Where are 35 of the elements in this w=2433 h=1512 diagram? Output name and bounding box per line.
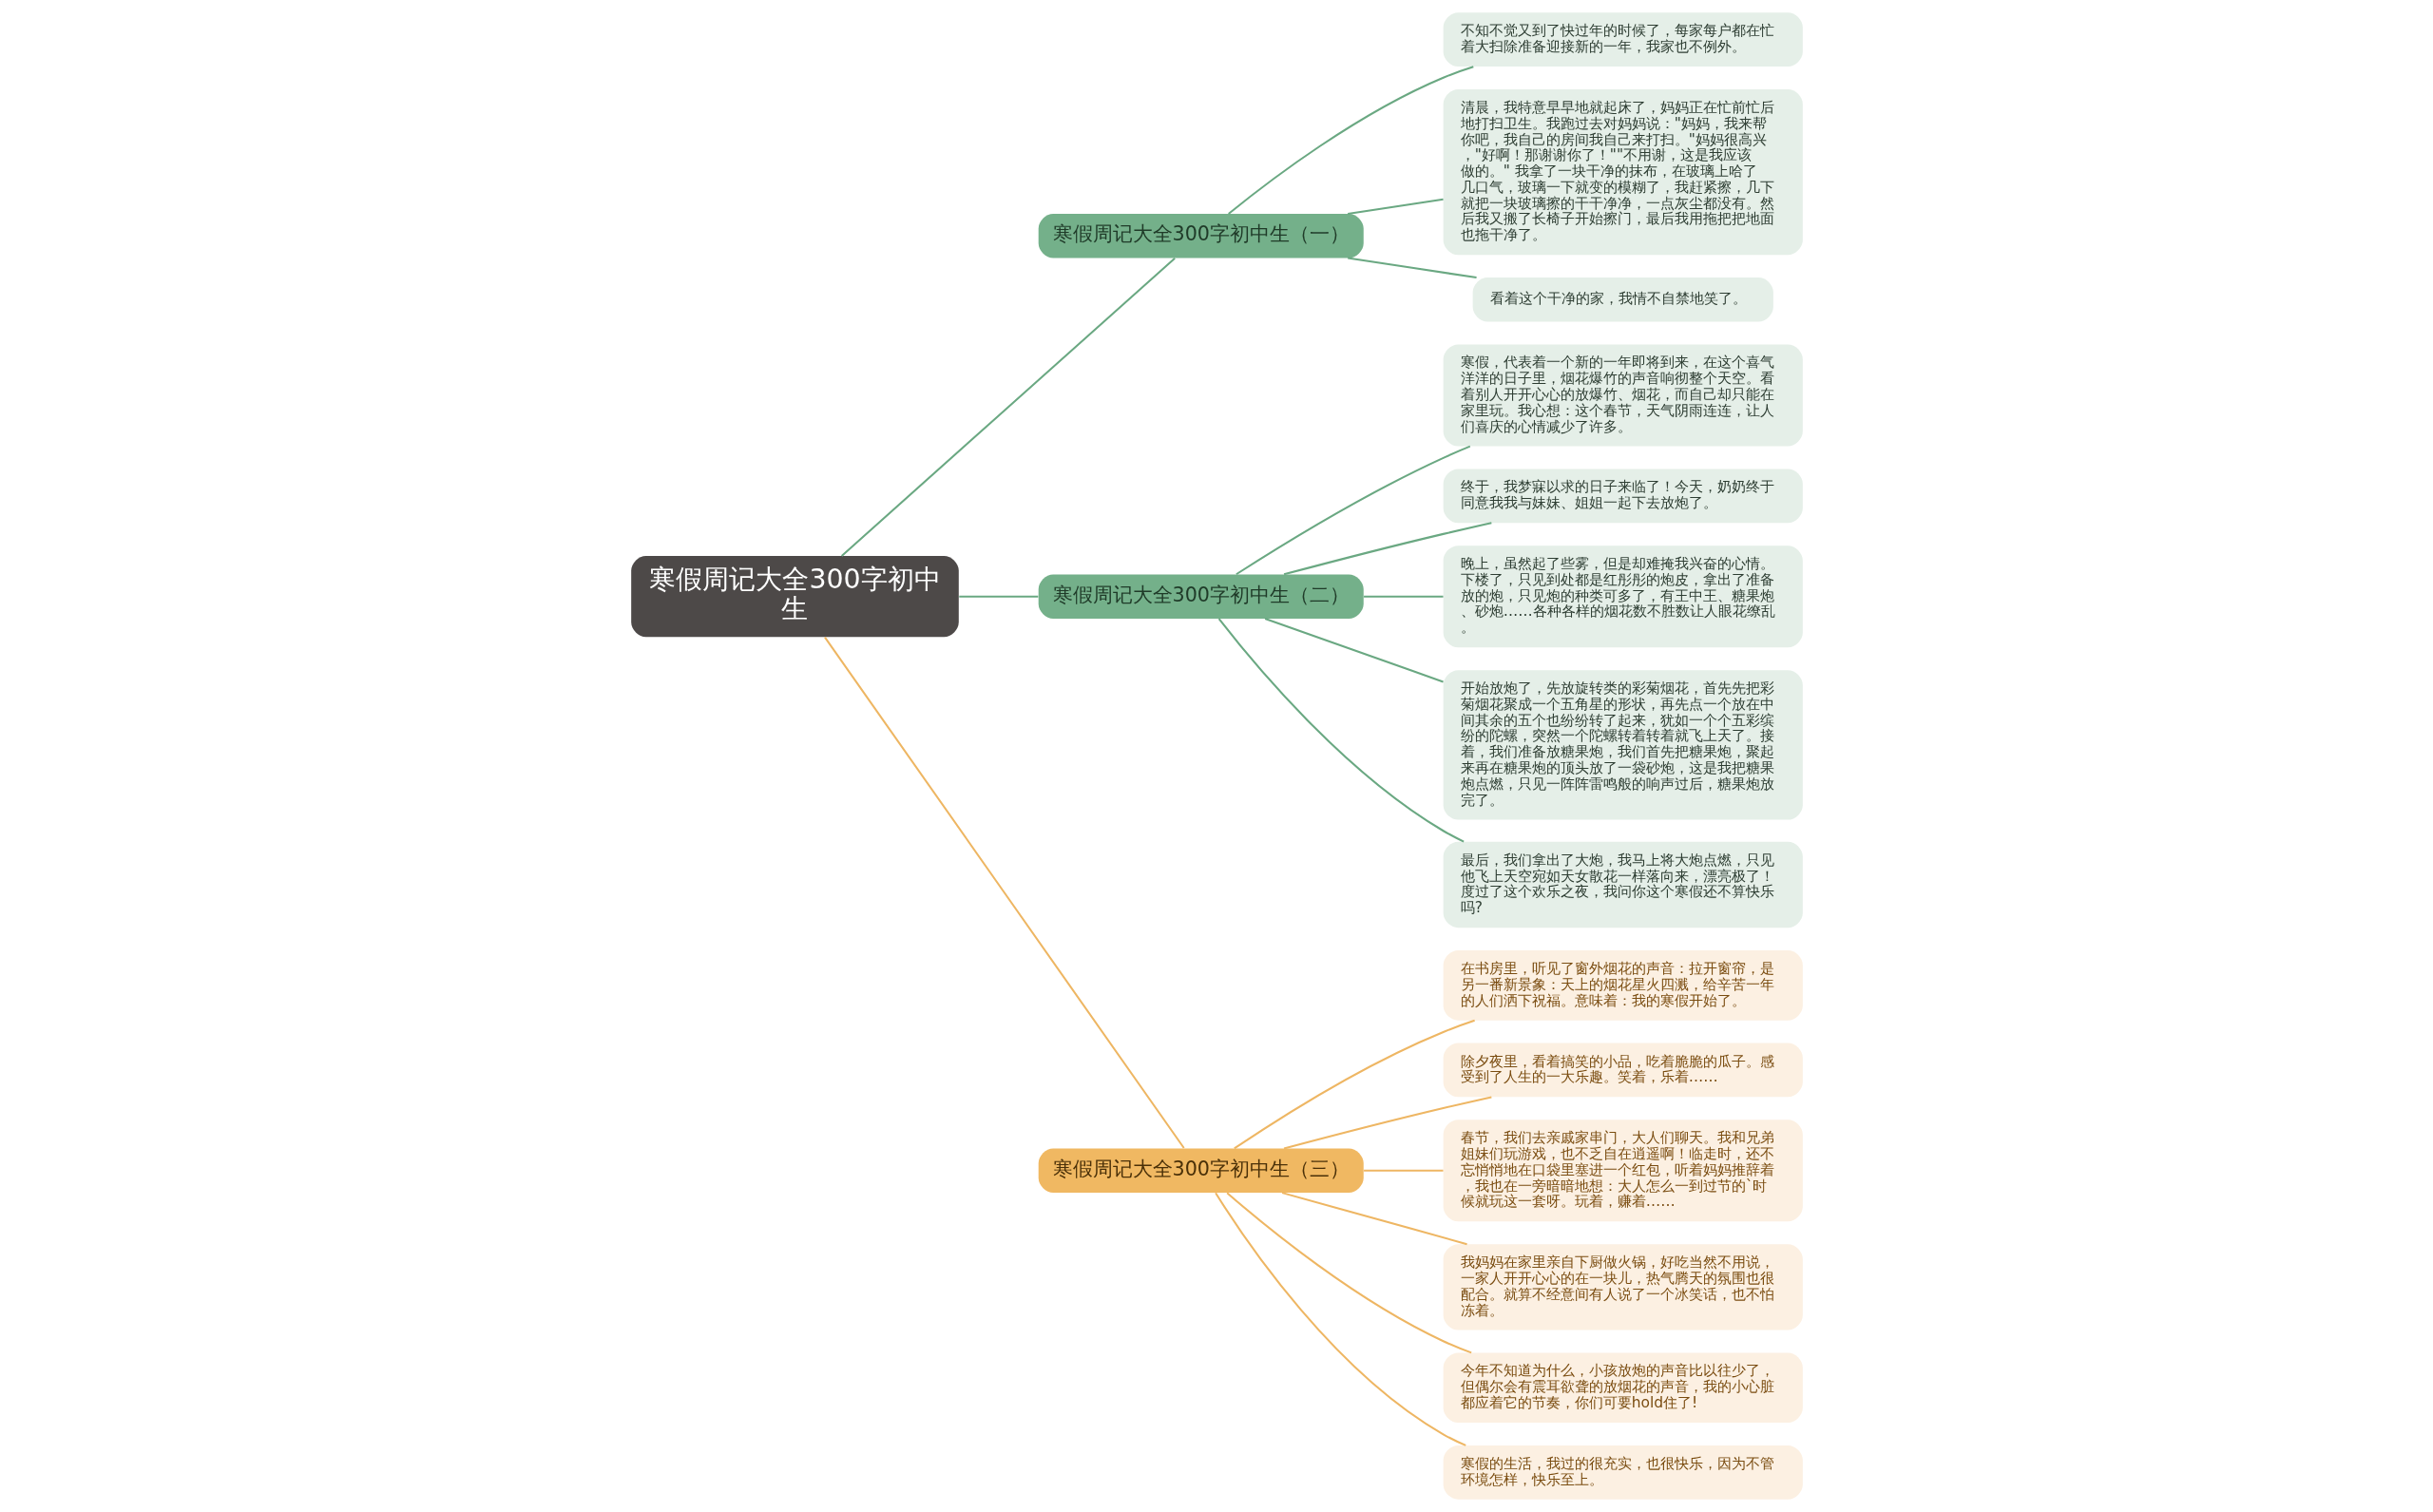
connector bbox=[1225, 1192, 1472, 1354]
connector bbox=[1214, 1192, 1466, 1446]
node-box: 寒假周记大全300字初中生（二） bbox=[1038, 574, 1364, 619]
connector bbox=[1233, 1019, 1475, 1150]
node-box: 终于，我梦寐以求的日子来临了！今天，奶奶终于同意我我与妹妹、姐姐一起下去放炮了。 bbox=[1443, 469, 1803, 524]
node-box: 在书房里，听见了窗外烟花的声音：拉开窗帘，是另一番新景象：天上的烟花星火四溅，给辛苦一年的人们洒下祝福。意味着：我的寒假开始了。 bbox=[1443, 950, 1803, 1021]
node-box: 我妈妈在家里亲自下厨做火锅，好吃当然不用说，一家人开开心心的在一块儿，热气腾天的氛围也很配合。就算不经意间有人说了一个冰笑话，也不怕冻着。 bbox=[1443, 1244, 1803, 1330]
node-box: 寒假周记大全300字初中生 bbox=[630, 556, 959, 638]
connector bbox=[1363, 595, 1443, 598]
connector bbox=[1227, 66, 1474, 215]
connector bbox=[1264, 618, 1444, 683]
connector bbox=[1347, 257, 1477, 279]
node-box: 春节，我们去亲戚家串门，大人们聊天。我和兄弟姐妹们玩游戏，也不乏自在逍遥啊！临走时，还不忘悄悄地在口袋里塞进一个红包，听着妈妈推辞着，我也在一旁暗暗地想：大人怎么一到过节的`时候就玩这一套呀。玩着，赚着…… bbox=[1443, 1120, 1803, 1222]
connector bbox=[1283, 1096, 1492, 1150]
node-box: 寒假的生活，我过的很充实，也很快乐，因为不管环境怎样，快乐至上。 bbox=[1443, 1445, 1803, 1500]
connector bbox=[1347, 198, 1444, 215]
node-box: 寒假，代表着一个新的一年即将到来，在这个喜气洋洋的日子里，烟花爆竹的声音响彻整个天空。看着别人开开心心的放爆竹、烟花，而自己却只能在家里玩。我心想：这个春节，天气阴雨连连，让人们喜庆的心情减少了许多。 bbox=[1443, 344, 1803, 447]
connector bbox=[840, 257, 1176, 557]
connector bbox=[1363, 1169, 1443, 1172]
connector bbox=[1283, 522, 1492, 576]
node-box: 晚上，虽然起了些雾，但是却难掩我兴奋的心情。下楼了，只见到处都是红彤彤的炮皮，拿出了准备放的炮，只见炮的种类可多了，有王中王、糖果炮、砂炮……各种各样的烟花数不胜数让人眼花缭乱。 bbox=[1443, 545, 1803, 648]
node-box: 寒假周记大全300字初中生（一） bbox=[1038, 214, 1364, 258]
node-box: 开始放炮了，先放旋转类的彩菊烟花，首先先把彩菊烟花聚成一个五角星的形状，再先点一个放在中间其余的五个也纷纷转了起来，犹如一个个五彩缤纷的陀螺，突然一个陀螺转着转着就飞上天了。接着，我们准备放糖果炮，我们首先把糖果炮，聚起来再在糖果炮的顶头放了一袋砂炮，这是我把糖果炮点燃，只见一阵阵雷鸣般的响声过后，糖果炮放完了。 bbox=[1443, 670, 1803, 820]
connector bbox=[958, 595, 1038, 598]
connector bbox=[1235, 445, 1470, 576]
connector bbox=[1217, 618, 1465, 843]
node-box: 看着这个干净的家，我情不自禁地笑了。 bbox=[1472, 278, 1773, 322]
node-box: 今年不知道为什么，小孩放炮的声音比以往少了，但偶尔会有震耳欲聋的放烟花的声音，我的小心脏都应着它的节奏，你们可要hold住了! bbox=[1443, 1352, 1803, 1424]
node-box: 不知不觉又到了快过年的时候了，每家每户都在忙着大扫除准备迎接新的一年，我家也不例外。 bbox=[1443, 12, 1803, 67]
connector bbox=[823, 637, 1185, 1149]
connector bbox=[1281, 1192, 1467, 1246]
node-box: 除夕夜里，看着搞笑的小品，吃着脆脆的瓜子。感受到了人生的一大乐趣。笑着，乐着…… bbox=[1443, 1043, 1803, 1098]
node-box: 寒假周记大全300字初中生（三） bbox=[1038, 1148, 1364, 1193]
node-box: 最后，我们拿出了大炮，我马上将大炮点燃，只见他飞上天空宛如天女散花一样落向来，漂亮极了！度过了这个欢乐之夜，我问你这个寒假还不算快乐吗? bbox=[1443, 841, 1803, 928]
node-box: 清晨，我特意早早地就起床了，妈妈正在忙前忙后地打扫卫生。我跑过去对妈妈说："妈妈，我来帮你吧，我自己的房间我自己来打扫。"妈妈很高兴，"好啊！那谢谢你了！""不用谢，这是我应该做的。" 我拿了一块干净的抹布，在玻璃上哈了几口气，玻璃一下就变的模糊了，我赶紧擦，几下就把一块玻璃擦的干干净净，一点灰尘都没有。然后我又搬了长椅子开始擦门，最后我用拖把把地面也拖干净了。 bbox=[1443, 88, 1803, 256]
